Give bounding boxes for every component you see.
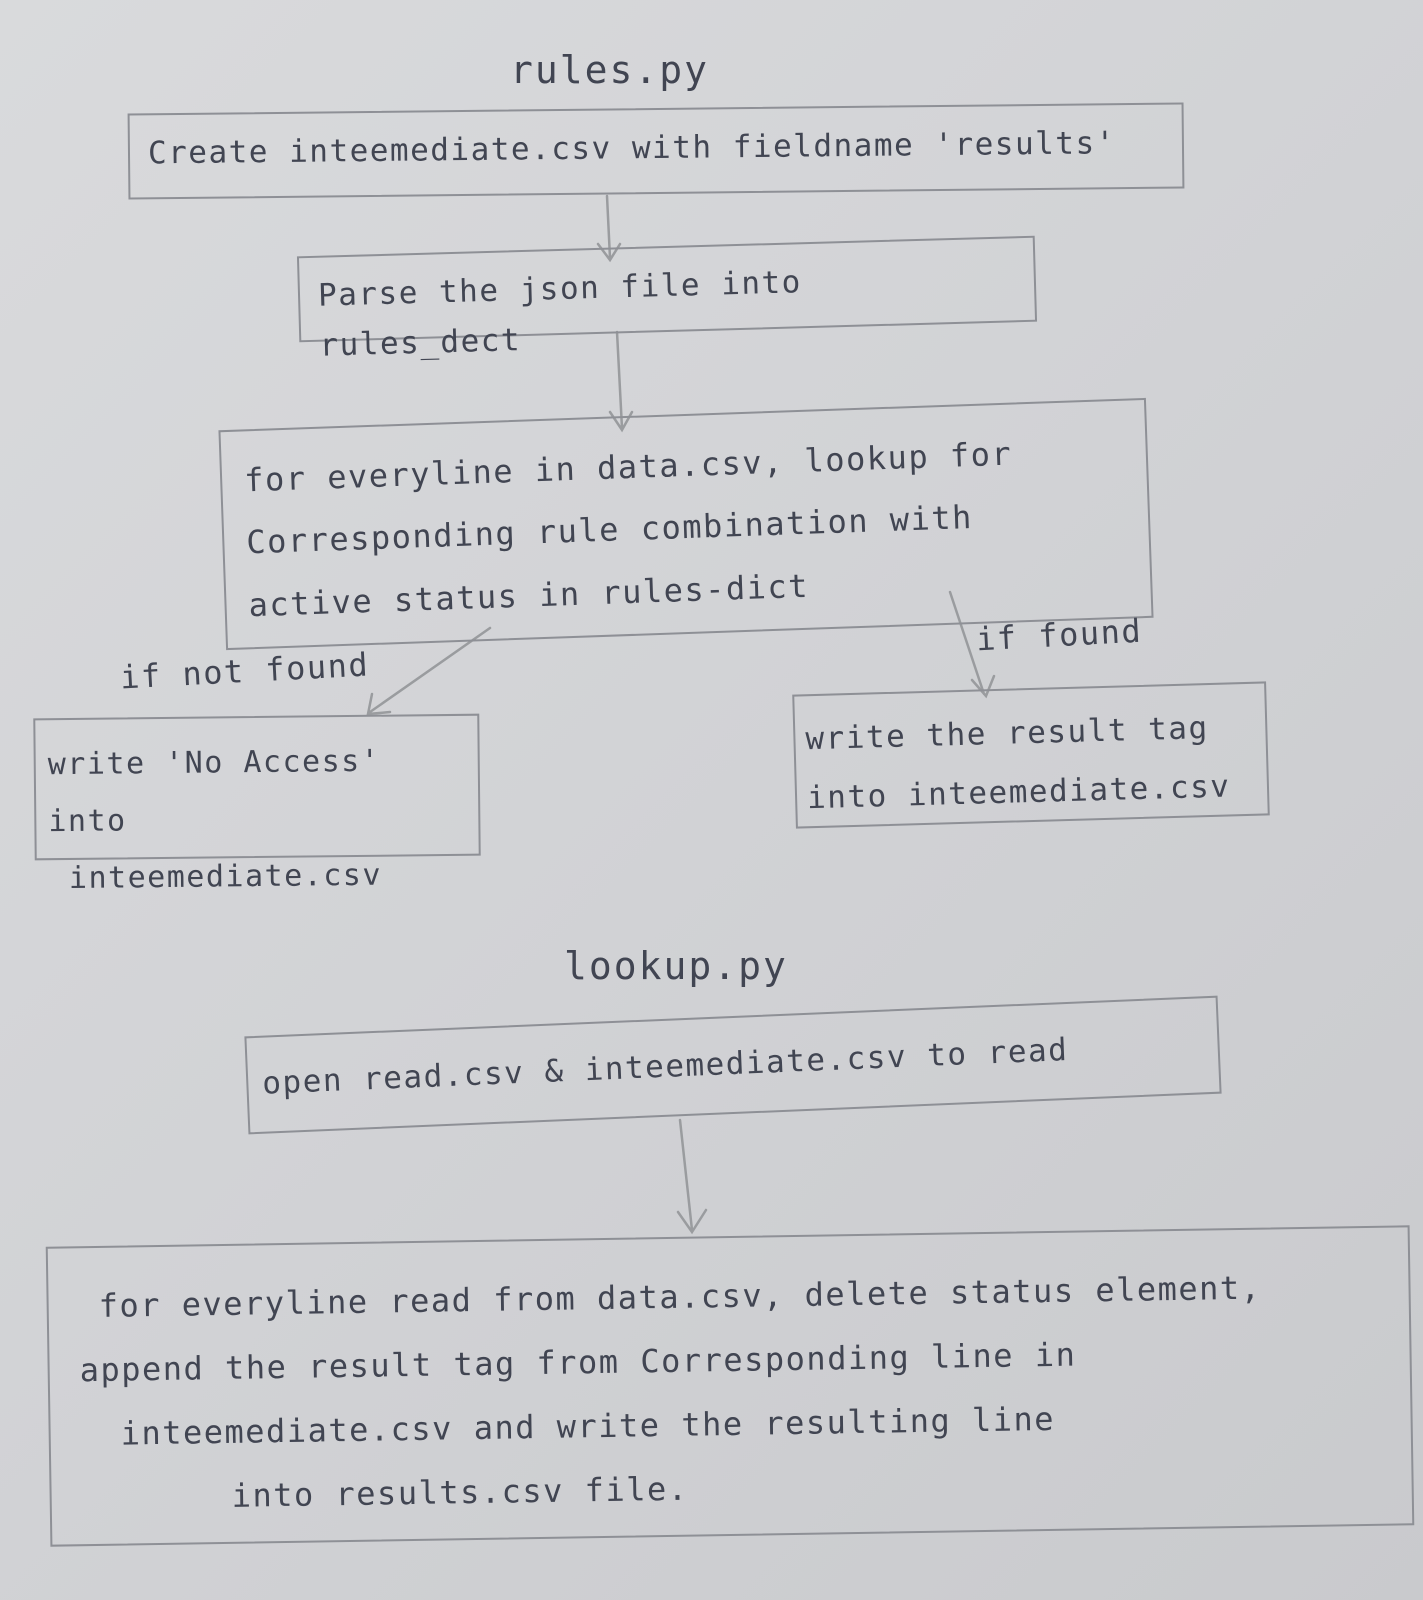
no-access-line-2: inteemediate.csv bbox=[68, 857, 383, 896]
if-not-found-label: if not found bbox=[119, 645, 371, 697]
arrow-open-to-process bbox=[676, 1118, 708, 1235]
parse-json-text: Parse the json file into rules_dect bbox=[317, 264, 803, 364]
create-intermediate-text: Create inteemediate.csv with fieldname '… bbox=[147, 125, 1116, 172]
write-tag-box: write the result tag into inteemediate.c… bbox=[792, 681, 1270, 829]
no-access-box: write 'No Access' into inteemediate.csv bbox=[33, 713, 481, 896]
create-intermediate-box: Create inteemediate.csv with fieldname '… bbox=[127, 102, 1185, 200]
parse-json-box: Parse the json file into rules_dect bbox=[296, 235, 1038, 363]
no-access-line-1: write 'No Access' into bbox=[47, 743, 381, 840]
write-tag-line-2: into inteemediate.csv bbox=[806, 768, 1231, 817]
lookup-rule-box: for everyline in data.csv, lookup for Co… bbox=[218, 397, 1154, 651]
lookup-py-title: lookup.py bbox=[564, 944, 788, 988]
process-lines-box: for everyline read from data.csv, delete… bbox=[45, 1225, 1415, 1547]
rules-py-title: rules.py bbox=[510, 48, 710, 92]
open-files-text: open read.csv & inteemediate.csv to read bbox=[261, 1031, 1069, 1102]
open-files-box: open read.csv & inteemediate.csv to read bbox=[244, 995, 1222, 1135]
if-found-label: if found bbox=[975, 611, 1144, 659]
